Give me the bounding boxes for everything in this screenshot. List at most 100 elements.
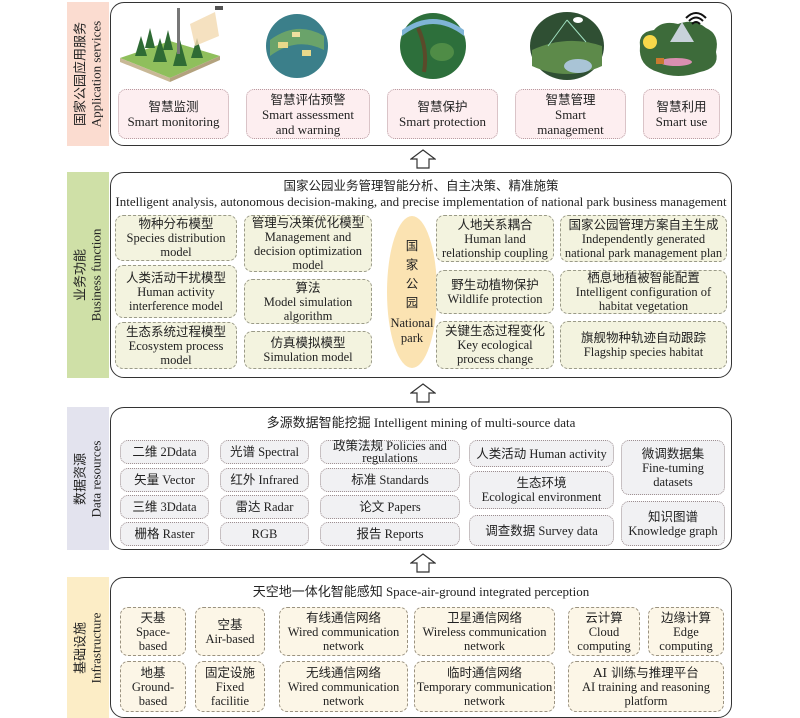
label-en: Application services	[88, 20, 103, 128]
item-text: 栅格 Raster	[134, 527, 195, 541]
char: 园	[405, 295, 419, 310]
item-zh: 微调数据集	[641, 445, 705, 461]
item-en: Smart use	[655, 114, 708, 129]
item-zh: 卫星通信网络	[446, 609, 522, 625]
infra-edge-computing: 边缘计算 Edge computing	[648, 607, 724, 656]
item-text: 红外 Infrared	[230, 473, 299, 487]
infra-ai-platform: AI 训练与推理平台 AI training and reasoning pla…	[568, 661, 724, 712]
data-radar: 雷达 Radar	[220, 495, 309, 519]
data-human-activity: 人类活动 Human activity	[469, 440, 614, 467]
item-en: Ecosystem process model	[128, 338, 224, 367]
assessment-globe-illustration	[266, 14, 328, 78]
item-zh: 空基	[217, 616, 243, 632]
item-zh: 关键生态过程变化	[444, 323, 545, 338]
data-reports: 报告 Reports	[320, 522, 460, 546]
label-zh: 国家公园应用服务	[72, 22, 87, 127]
up-arrow-icon	[410, 553, 436, 573]
item-zh: AI 训练与推理平台	[593, 664, 699, 680]
app-item-smart-protection: 智慧保护 Smart protection	[387, 89, 498, 139]
item-en: Air-based	[205, 631, 255, 646]
label-zh: 基础设施	[72, 621, 87, 674]
biz-wildlife-protection: 野生动植物保护 Wildlife protection	[436, 270, 554, 314]
item-en: Flagship species habitat	[583, 345, 704, 359]
data-vector: 矢量 Vector	[120, 468, 209, 492]
data-survey: 调查数据 Survey data	[469, 515, 614, 546]
ground-side-right	[170, 56, 220, 82]
item-en: Smart management	[537, 106, 604, 137]
data-knowledge-graph: 知识图谱 Knowledge graph	[621, 501, 725, 546]
char: 家	[405, 257, 419, 272]
forest-monitoring-illustration	[120, 6, 223, 82]
item-en: Ecological environment	[481, 490, 602, 504]
biz-model-simulation-algorithm: 算法 Model simulation algorithm	[244, 279, 372, 324]
item-text: 报告 Reports	[356, 527, 424, 541]
biz-human-activity-model: 人类活动干扰模型 Human activity interference mod…	[115, 265, 237, 318]
data-2d: 二维 2Ddata	[120, 440, 209, 464]
label-en: Data resources	[88, 440, 104, 517]
item-zh: 旗舰物种轨迹自动跟踪	[580, 330, 706, 345]
infra-ground-based: 地基 Ground-based	[120, 661, 186, 712]
item-en: Human activity interference model	[128, 284, 224, 313]
item-en: Intelligent configuration of habitat veg…	[575, 285, 712, 313]
biz-simulation-model: 仿真模拟模型 Simulation model	[244, 331, 372, 369]
item-en: Independently generated national park ma…	[564, 231, 723, 260]
data-standards: 标准 Standards	[320, 468, 460, 492]
item-text: 调查数据 Survey data	[485, 523, 598, 538]
item-en: Cloud computing	[577, 624, 631, 653]
chart-panel	[190, 12, 219, 46]
item-text: 三维 3Ddata	[132, 500, 197, 514]
management-globe-illustration	[530, 12, 604, 80]
item-zh: 固定设施	[204, 664, 255, 680]
item-text: 标准 Standards	[351, 473, 429, 487]
biz-management-decision-model: 管理与决策优化模型 Management and decision optimi…	[244, 215, 372, 272]
item-zh: 生态环境	[516, 475, 567, 490]
biz-habitat-vegetation-config: 栖息地植被智能配置 Intelligent configuration of h…	[560, 270, 727, 314]
item-text: RGB	[251, 527, 278, 541]
data-infrared: 红外 Infrared	[220, 468, 309, 492]
item-text: 二维 2Ddata	[132, 445, 197, 459]
infra-fixed-facilities: 固定设施 Fixed facilitie	[195, 661, 265, 712]
item-en: Species distribution model	[126, 231, 226, 259]
infra-wired-network: 有线通信网络 Wired communication network	[279, 607, 408, 656]
item-en: Wired communication network	[287, 624, 400, 653]
item-zh: 人地关系耦合	[457, 216, 533, 232]
item-zh: 人类活动	[476, 445, 527, 461]
ground-side	[120, 58, 170, 82]
item-en: Smart monitoring	[127, 114, 220, 129]
item-en: Edge computing	[659, 624, 713, 653]
biz-species-distribution-model: 物种分布模型 Species distribution model	[115, 215, 237, 261]
item-en: Management and decision optimization mod…	[254, 229, 362, 272]
item-zh: 地基	[140, 664, 166, 680]
business-title-en: Intelligent analysis, autonomous decisio…	[115, 194, 727, 209]
item-text: 政策法规 Policies and regulations	[333, 439, 447, 465]
item-zh: 智慧利用	[656, 99, 707, 114]
data-raster: 栅格 Raster	[120, 522, 209, 546]
biz-management-plan-generation: 国家公园管理方案自主生成 Independently generated nat…	[560, 215, 727, 262]
item-en: Smart protection	[398, 114, 486, 129]
data-rgb: RGB	[220, 522, 309, 546]
item-en: Temporary communication network	[416, 679, 553, 708]
biz-human-land-coupling: 人地关系耦合 Human land relationship coupling	[436, 215, 554, 262]
item-text: 矢量 Vector	[134, 473, 195, 487]
item-en: Human land relationship coupling	[442, 231, 548, 260]
item-en: Ground-based	[131, 679, 175, 708]
infra-wireless-network: 无线通信网络 Wired communication network	[279, 661, 408, 712]
item-en: Smart assessment and warning	[261, 106, 355, 137]
item-zh: 人类活动干扰模型	[125, 269, 226, 285]
item-zh: 知识图谱	[647, 508, 698, 524]
data-ecological-environment: 生态环境 Ecological environment	[469, 471, 614, 509]
item-en: Key ecological process change	[456, 338, 533, 366]
item-zh: 仿真模拟模型	[270, 335, 346, 350]
infra-cloud-computing: 云计算 Cloud computing	[568, 607, 640, 656]
infra-space-based: 天基 Space-based	[120, 607, 186, 656]
item-zh: 边缘计算	[660, 609, 711, 625]
item-zh: 生态系统过程模型	[125, 323, 226, 339]
data-papers: 论文 Papers	[320, 495, 460, 519]
label-en: Infrastructure	[88, 612, 103, 683]
item-zh: 国家公园管理方案自主生成	[568, 216, 719, 232]
item-zh: 有线通信网络	[305, 609, 381, 625]
item-zh: 临时通信网络	[446, 664, 522, 680]
